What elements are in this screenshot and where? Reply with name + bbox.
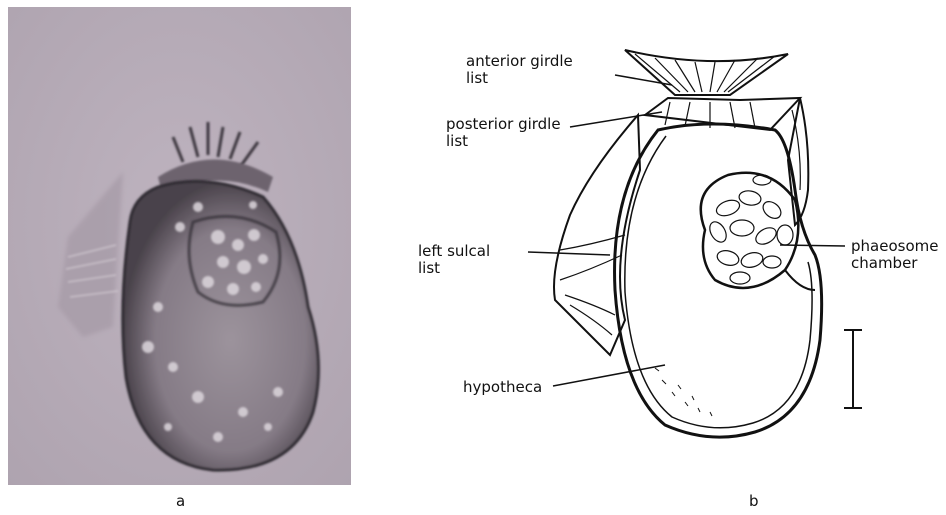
leader-hypotheca (553, 365, 665, 386)
micrograph-panel (8, 7, 351, 485)
panel-b-caption: b (749, 494, 759, 509)
label-phaeosome-chamber: phaeosome chamber (851, 238, 938, 272)
leader-anterior (615, 75, 672, 85)
dinoflagellate-micrograph (8, 7, 351, 485)
label-hypotheca: hypotheca (463, 379, 542, 396)
panel-a-caption: a (176, 494, 185, 509)
anterior-girdle-list-shape (625, 50, 788, 95)
label-left-sulcal-list: left sulcal list (418, 243, 490, 277)
phaeosome-chamber-shape (701, 173, 799, 288)
leader-posterior (570, 112, 662, 127)
leader-phaeosome (780, 245, 845, 246)
label-posterior-girdle-list: posterior girdle list (446, 116, 561, 150)
line-drawing-panel: anterior girdle list posterior girdle li… (410, 40, 930, 470)
label-anterior-girdle-list: anterior girdle list (466, 53, 573, 87)
leader-sulcal (528, 252, 610, 255)
scale-bar (844, 330, 862, 408)
